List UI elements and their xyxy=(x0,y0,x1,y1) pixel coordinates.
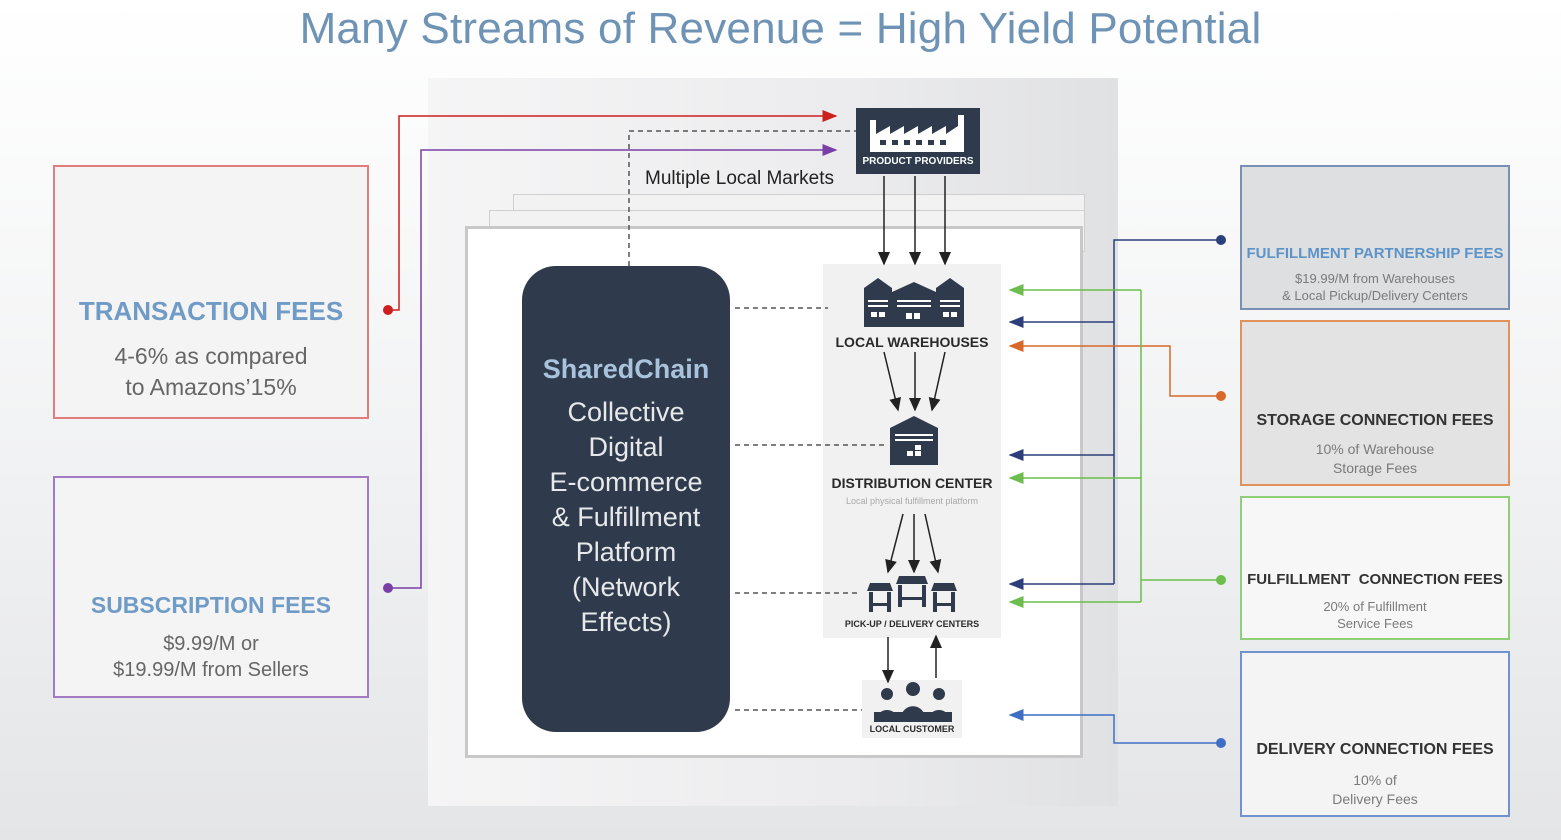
factory-icon xyxy=(856,108,980,174)
multiple-local-markets-label: Multiple Local Markets xyxy=(645,168,835,189)
pickup-delivery-centers-label: PICK-UP / DELIVERY CENTERS xyxy=(844,619,980,629)
storage-connection-fees-desc: 10% of Warehouse Storage Fees xyxy=(1315,441,1435,476)
transaction-fees-card: TRANSACTION FEES 4-6% as compared to Ama… xyxy=(53,165,369,419)
delivery-connection-fees-desc: 10% of Delivery Fees xyxy=(1332,772,1418,807)
platform-node-dashed-links xyxy=(735,307,884,711)
subscription-fees-desc: $9.99/M or $19.99/M from Sellers xyxy=(113,633,309,681)
platform-provider-dashed-link xyxy=(628,130,856,266)
fulfillment-partnership-connector xyxy=(1008,235,1226,590)
platform-description: Collective Digital E-commerce & Fulfillm… xyxy=(549,397,703,637)
delivery-connection-connector xyxy=(1008,709,1226,748)
storage-connection-connector xyxy=(1008,340,1226,401)
distribution-center-label: DISTRIBUTION CENTER xyxy=(831,475,993,491)
transaction-fees-desc: 4-6% as compared to Amazons’15% xyxy=(114,343,308,400)
subscription-fees-title: SUBSCRIPTION FEES xyxy=(90,592,332,618)
customers-icon xyxy=(874,682,952,722)
subscription-fees-card: SUBSCRIPTION FEES $9.99/M or $19.99/M fr… xyxy=(53,476,369,698)
transaction-fees-title: TRANSACTION FEES xyxy=(78,296,344,326)
delivery-connection-fees-card: DELIVERY CONNECTION FEES 10% of Delivery… xyxy=(1240,651,1510,817)
platform-name: SharedChain xyxy=(542,354,710,384)
delivery-connection-fees-title: DELIVERY CONNECTION FEES xyxy=(1256,741,1494,758)
fulfillment-connection-connector xyxy=(1008,284,1226,608)
product-providers-label: PRODUCT PROVIDERS xyxy=(862,156,974,167)
fulfillment-connection-fees-desc: 20% of Fulfillment Service Fees xyxy=(1323,599,1427,631)
subscription-connector xyxy=(383,144,838,593)
fulfillment-partnership-fees-desc: $19.99/M from Warehouses & Local Pickup/… xyxy=(1282,271,1468,303)
storage-connection-fees-card: STORAGE CONNECTION FEES 10% of Warehouse… xyxy=(1240,320,1510,486)
sharedchain-platform: SharedChain Collective Digital E-commerc… xyxy=(522,266,730,732)
transaction-connector xyxy=(383,110,838,315)
pickup-centers-icon xyxy=(867,576,957,612)
fulfillment-connection-fees-title: FULFILLMENT CONNECTION FEES xyxy=(1247,571,1503,588)
fulfillment-partnership-fees-title: FULFILLMENT PARTNERSHIP FEES xyxy=(1246,245,1504,262)
distribution-center-icon xyxy=(890,416,938,465)
flow-arrows xyxy=(878,176,951,684)
local-warehouses-label: LOCAL WAREHOUSES xyxy=(835,334,989,350)
fulfillment-connection-fees-card: FULFILLMENT CONNECTION FEES 20% of Fulfi… xyxy=(1240,496,1510,640)
fulfillment-partnership-fees-card: FULFILLMENT PARTNERSHIP FEES $19.99/M fr… xyxy=(1240,165,1510,310)
distribution-center-subtitle: Local physical fulfillment platform xyxy=(845,496,979,506)
warehouses-icon xyxy=(864,278,964,327)
page-title: Many Streams of Revenue = High Yield Pot… xyxy=(299,4,1262,53)
storage-connection-fees-title: STORAGE CONNECTION FEES xyxy=(1256,412,1494,429)
local-customer-label: LOCAL CUSTOMER xyxy=(869,724,955,734)
